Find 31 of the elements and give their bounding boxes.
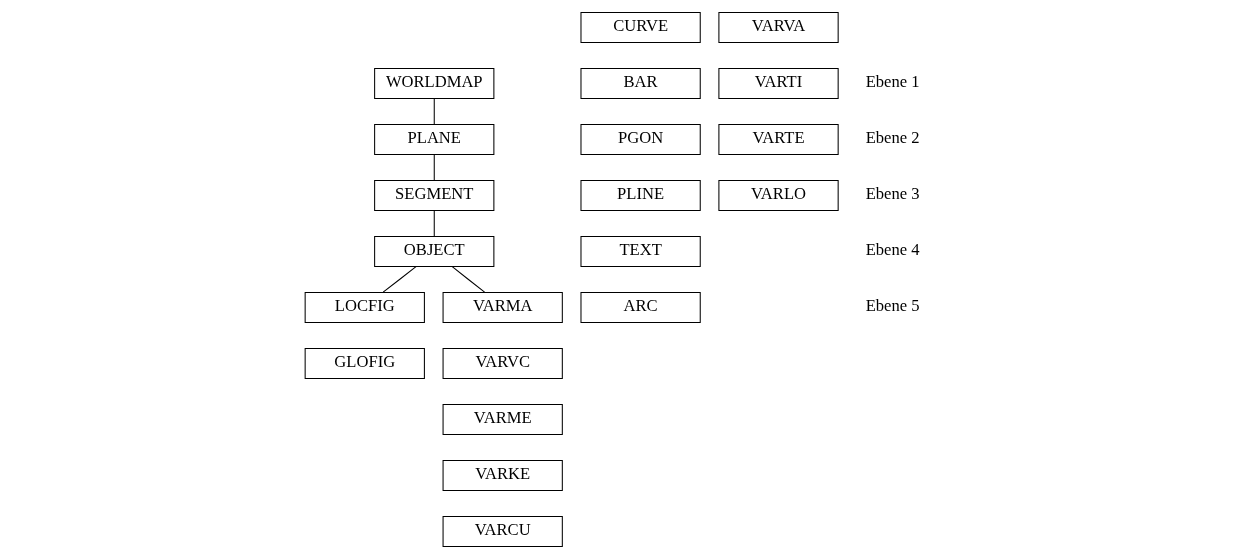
node-box: VARVA [718,11,839,44]
node-box: GLOFIG [304,347,425,380]
node-box: VARTE [718,123,839,156]
label: Ebene 4 [865,240,920,260]
node-box: TEXT [580,235,701,268]
node-box: CURVE [580,11,701,44]
node-box: LOCFIG [304,291,425,324]
label: Ebene 2 [865,128,920,148]
label: Ebene 5 [865,296,920,316]
node-box: PLINE [580,179,701,212]
node-box: VARKE [442,459,563,492]
connector [382,266,417,293]
node-box: VARVC [442,347,563,380]
connector [433,98,435,125]
node-box: VARLO [718,179,839,212]
node-box: BAR [580,67,701,100]
node-box: SEGMENT [374,179,495,212]
connector [433,210,435,237]
connector [451,266,486,293]
node-box: VARCU [442,515,563,548]
node-box: WORLDMAP [374,67,495,100]
node-box: VARME [442,403,563,436]
node-box: ARC [580,291,701,324]
node-box: VARMA [442,291,563,324]
label: Ebene 3 [865,184,920,204]
node-box: OBJECT [374,235,495,268]
connector [433,154,435,181]
node-box: VARTI [718,67,839,100]
label: Ebene 1 [865,72,920,92]
node-box: PGON [580,123,701,156]
node-box: PLANE [374,123,495,156]
